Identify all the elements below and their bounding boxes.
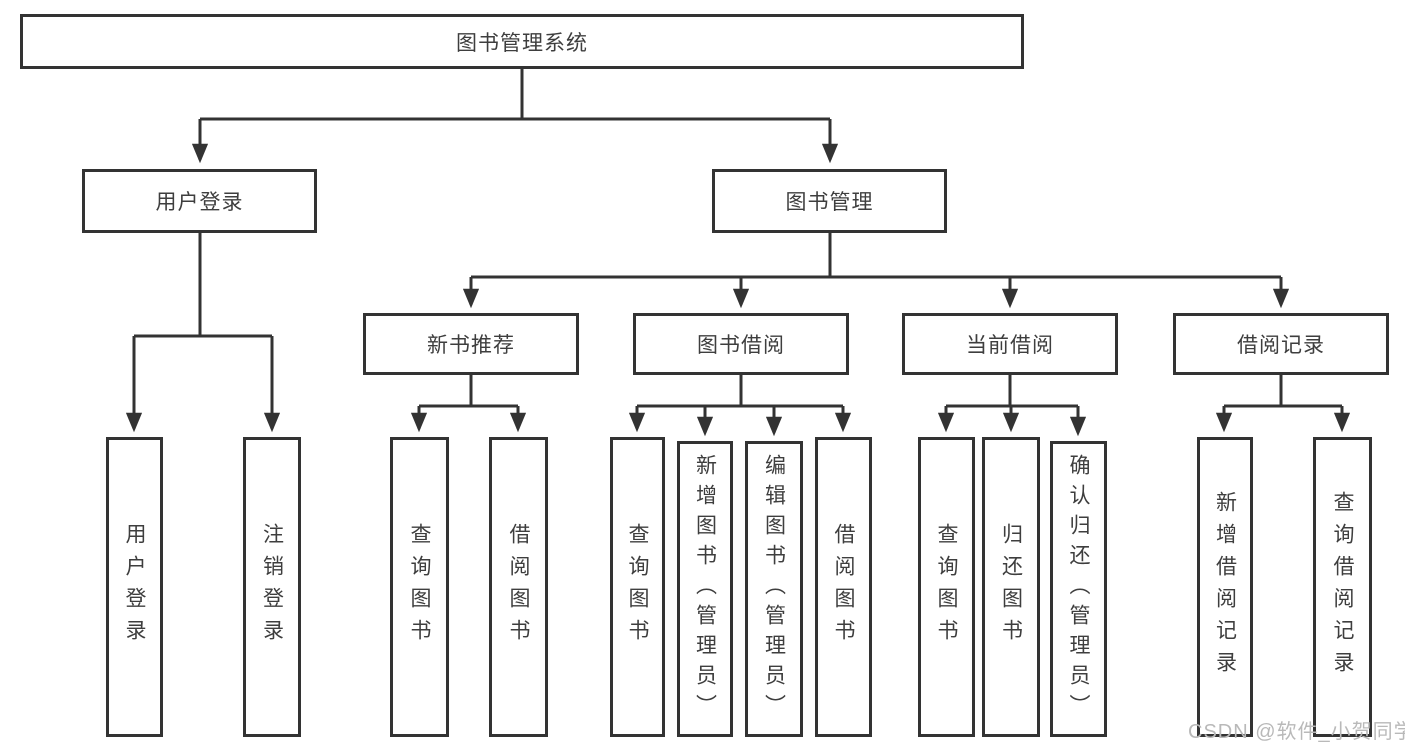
node-current-borrow: 当前借阅 xyxy=(902,313,1118,375)
node-label: 新书推荐 xyxy=(427,334,515,357)
leaf-borrow-books: 借阅图书 xyxy=(815,437,872,737)
leaf-return-books: 归还图书 xyxy=(982,437,1040,737)
csdn-watermark: CSDN @软件_小贺同学 xyxy=(1188,721,1405,743)
leaf-label: 用户登录 xyxy=(123,523,146,651)
leaf-label: 借阅图书 xyxy=(832,523,855,651)
leaf-borrow-books: 借阅图书 xyxy=(489,437,548,737)
leaf-logout: 注销登录 xyxy=(243,437,301,737)
leaf-add-book-admin: 新增图书（管理员） xyxy=(677,441,733,737)
leaf-label: 确认归还（管理员） xyxy=(1067,454,1090,724)
node-user-login-branch: 用户登录 xyxy=(82,169,317,233)
leaf-edit-book-admin: 编辑图书（管理员） xyxy=(745,441,803,737)
node-book-borrow: 图书借阅 xyxy=(633,313,849,375)
leaf-label: 借阅图书 xyxy=(507,523,530,651)
leaf-add-borrow-record: 新增借阅记录 xyxy=(1197,437,1253,737)
leaf-label: 注销登录 xyxy=(260,523,284,651)
leaf-label: 新增图书（管理员） xyxy=(693,454,717,724)
leaf-label: 查询图书 xyxy=(626,523,649,651)
leaf-label: 归还图书 xyxy=(999,523,1023,651)
leaf-label: 查询借阅记录 xyxy=(1331,491,1354,683)
node-book-management: 图书管理 xyxy=(712,169,947,233)
leaf-query-books: 查询图书 xyxy=(918,437,975,737)
leaf-label: 查询图书 xyxy=(935,523,958,651)
leaf-label: 新增借阅记录 xyxy=(1213,491,1237,683)
node-new-book-recommend: 新书推荐 xyxy=(363,313,579,375)
node-root-label: 图书管理系统 xyxy=(456,31,588,55)
leaf-query-books: 查询图书 xyxy=(390,437,449,737)
leaf-query-borrow-record: 查询借阅记录 xyxy=(1313,437,1372,737)
leaf-confirm-return-admin: 确认归还（管理员） xyxy=(1050,441,1107,737)
leaf-label: 编辑图书（管理员） xyxy=(762,454,786,724)
leaf-user-login: 用户登录 xyxy=(106,437,163,737)
leaf-label: 查询图书 xyxy=(408,523,431,651)
node-label: 图书管理 xyxy=(785,191,874,214)
node-borrow-record: 借阅记录 xyxy=(1173,313,1389,375)
node-label: 图书借阅 xyxy=(697,334,785,357)
node-root-system: 图书管理系统 xyxy=(20,14,1024,69)
node-label: 用户登录 xyxy=(155,191,244,214)
node-label: 当前借阅 xyxy=(966,334,1054,357)
leaf-query-books: 查询图书 xyxy=(610,437,665,737)
node-label: 借阅记录 xyxy=(1237,334,1325,357)
